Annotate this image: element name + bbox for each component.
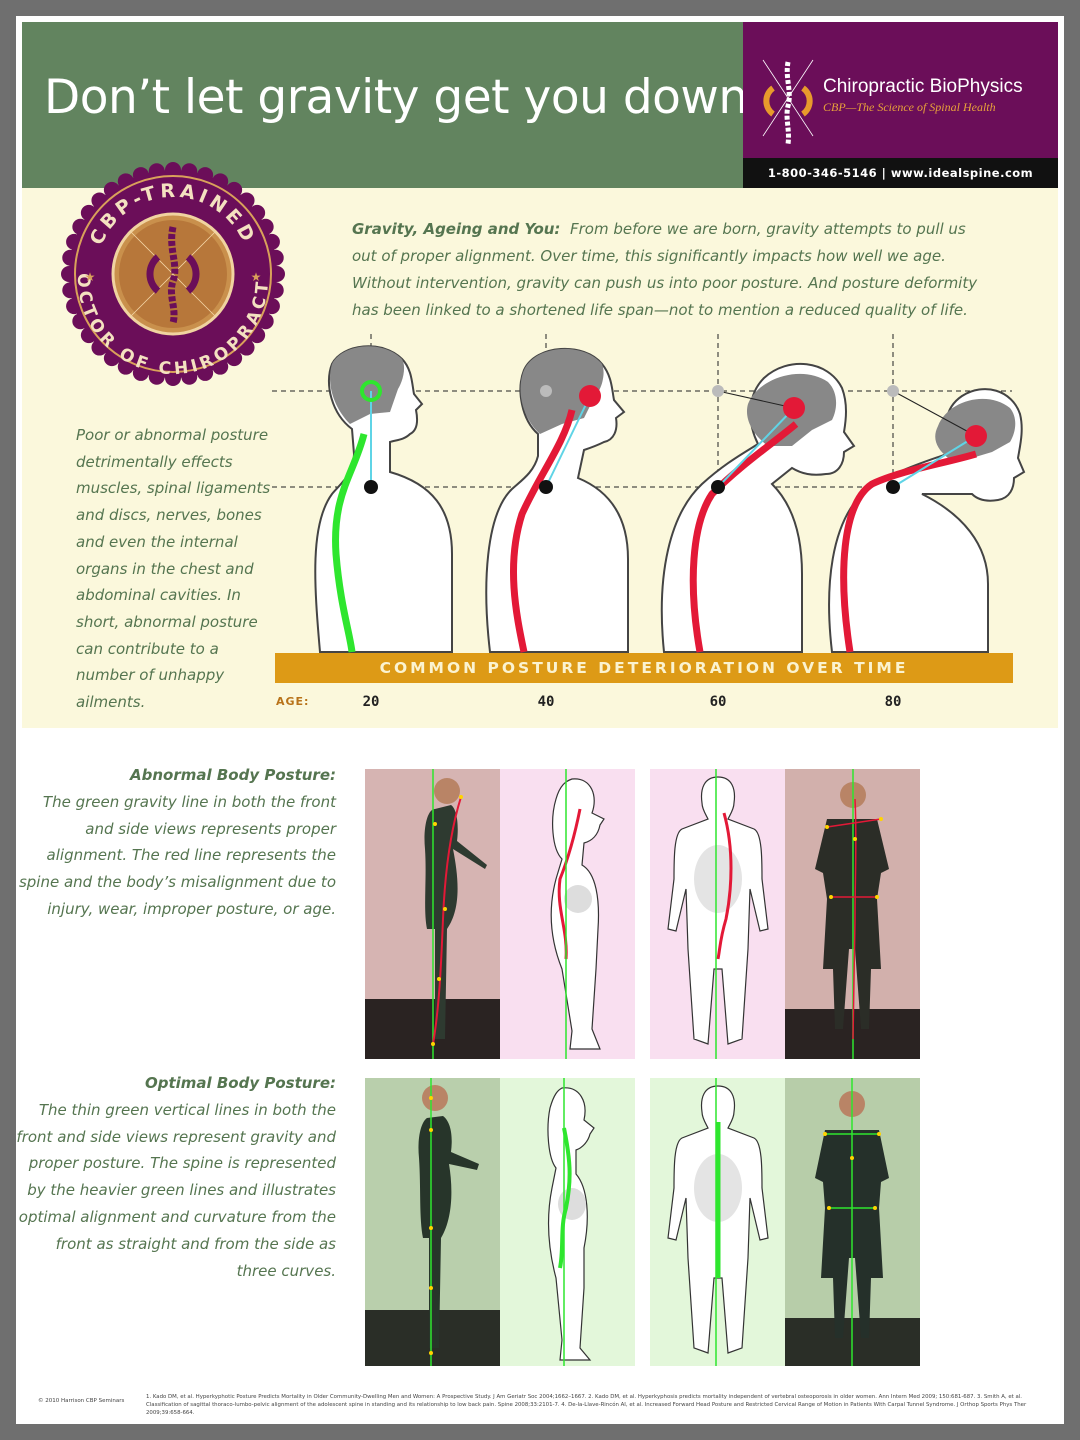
spine-logo-icon bbox=[762, 59, 814, 145]
posture-figures-diagram bbox=[272, 334, 1026, 653]
spine-line-age-80 bbox=[840, 450, 977, 653]
intro-text: From before we are born, gravity attempt… bbox=[352, 220, 978, 319]
abnormal-side-photo bbox=[365, 769, 500, 1059]
abnormal-front-diagram bbox=[650, 769, 785, 1059]
contact-bar: 1-800-346-5146 | www.idealspine.com bbox=[743, 158, 1058, 188]
references: 1. Kado DM, et al. Hyperkyphotic Posture… bbox=[146, 1394, 1027, 1416]
spine-line-age-60 bbox=[689, 421, 799, 653]
spine-line-age-40 bbox=[510, 409, 576, 653]
brand-block: Chiropractic BioPhysics CBP—The Science … bbox=[743, 22, 1058, 188]
optimal-title: Optimal Body Posture: bbox=[144, 1074, 336, 1092]
timeline-banner: COMMON POSTURE DETERIORATION OVER TIME bbox=[275, 653, 1013, 683]
intro-paragraph: Gravity, Ageing and You: From before we … bbox=[352, 216, 992, 324]
abnormal-side-diagram bbox=[500, 769, 635, 1059]
age-40: 40 bbox=[537, 694, 555, 710]
abnormal-front-photo bbox=[785, 769, 920, 1059]
abnormal-title: Abnormal Body Posture: bbox=[130, 766, 336, 784]
optimal-front-diagram bbox=[650, 1078, 785, 1366]
brand-name: Chiropractic BioPhysics bbox=[823, 76, 1023, 97]
intro-title: Gravity, Ageing and You: bbox=[352, 220, 561, 238]
age-60: 60 bbox=[709, 694, 727, 710]
abnormal-description: The green gravity line in both the front… bbox=[18, 792, 336, 918]
headline: Don’t let gravity get you down. bbox=[44, 70, 763, 125]
figure-age-80 bbox=[828, 385, 1026, 653]
optimal-description: The thin green vertical lines in both th… bbox=[16, 1100, 336, 1280]
svg-text:★: ★ bbox=[85, 270, 96, 284]
optimal-side-diagram bbox=[500, 1078, 635, 1366]
optimal-side-photo bbox=[365, 1078, 500, 1366]
figure-age-60 bbox=[660, 362, 856, 653]
abnormal-posture-text: Abnormal Body Posture: The green gravity… bbox=[16, 762, 336, 923]
spine-line-age-20 bbox=[332, 433, 368, 653]
figure-age-40 bbox=[485, 347, 629, 653]
brand-tagline: CBP—The Science of Spinal Health bbox=[823, 100, 996, 114]
figure-age-20 bbox=[314, 345, 453, 653]
optimal-posture-text: Optimal Body Posture: The thin green ver… bbox=[16, 1070, 336, 1284]
posture-effects-text: Poor or abnormal posture detrimentally e… bbox=[76, 426, 271, 712]
age-80: 80 bbox=[884, 694, 902, 710]
optimal-front-photo bbox=[785, 1078, 920, 1366]
copyright: © 2010 Harrison CBP Seminars bbox=[38, 1398, 125, 1404]
poster: Don’t let gravity get you down. Chiropra… bbox=[16, 16, 1064, 1424]
age-label: AGE: bbox=[276, 695, 310, 708]
age-20: 20 bbox=[362, 694, 380, 710]
svg-text:★: ★ bbox=[251, 270, 262, 284]
